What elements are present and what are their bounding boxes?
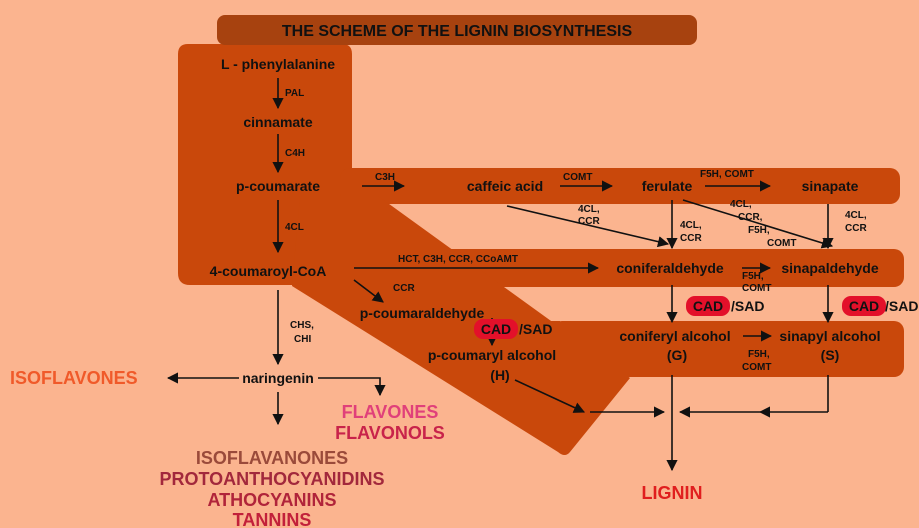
pathway-arrows — [166, 78, 834, 472]
output-isoflavones: ISOFLAVONES — [10, 368, 138, 388]
cad-badge-1-sad: /SAD — [731, 298, 764, 314]
enzyme-4cl-ccr-b-2: CCR — [680, 233, 702, 244]
output-flavones: FLAVONES — [342, 402, 439, 422]
arrow-h-lignin — [514, 379, 586, 413]
label-sinapaldehyde: sinapaldehyde — [781, 260, 878, 276]
label-g: (G) — [667, 347, 687, 363]
pathway-bands — [178, 44, 904, 455]
label-caffeic-acid: caffeic acid — [467, 178, 543, 194]
enzyme-4cl-ccr-c-2: CCR — [845, 223, 867, 234]
enzyme-multi-4: COMT — [767, 238, 796, 249]
output-lignin: LIGNIN — [642, 483, 703, 503]
label-naringenin: naringenin — [242, 370, 314, 386]
label-l-phenylalanine: L - phenylalanine — [221, 56, 335, 72]
metabolite-labels: L - phenylalanine cinnamate p-coumarate … — [210, 56, 881, 386]
label-cinnamate: cinnamate — [243, 114, 312, 130]
output-flavonols: FLAVONOLS — [335, 423, 445, 443]
enzyme-4cl-ccr-c-1: 4CL, — [845, 210, 867, 221]
enzyme-f5h-comt-3-2: COMT — [742, 362, 771, 373]
cad-sad-badges: CAD /SAD CAD /SAD CAD /SAD — [474, 296, 918, 339]
enzyme-4cl-ccr-a-1: 4CL, — [578, 204, 600, 215]
cad-badge-3-bg — [474, 319, 518, 339]
enzyme-comt: COMT — [563, 172, 592, 183]
enzyme-chs-chi-1: CHS, — [290, 320, 314, 331]
enzyme-f5h-comt: F5H, COMT — [700, 169, 754, 180]
band-diagonal — [292, 196, 630, 455]
enzyme-4cl-ccr-a-2: CCR — [578, 216, 600, 227]
enzyme-f5h-comt-3-1: F5H, — [748, 349, 770, 360]
arrow-caffeic-coniferaldehyde — [506, 205, 670, 248]
output-isoflavanones: ISOFLAVANONES — [196, 448, 348, 468]
arrow-naringenin-flavones — [318, 377, 386, 397]
product-labels: ISOFLAVONES FLAVONES FLAVONOLS ISOFLAVAN… — [10, 368, 703, 528]
diagram-title: THE SCHEME OF THE LIGNIN BIOSYNTHESIS — [282, 23, 633, 40]
band-caffeic-row — [340, 168, 900, 204]
enzyme-c4h: C4H — [285, 148, 305, 159]
output-tannins: TANNINS — [233, 510, 312, 528]
enzyme-pal: PAL — [285, 88, 304, 99]
title-box — [217, 15, 697, 45]
enzyme-labels: PAL C4H 4CL C3H COMT F5H, COMT 4CL, CCR … — [285, 88, 867, 373]
arrow-ferulate-sinapaldehyde — [682, 199, 834, 249]
cad-badge-1-cad: CAD — [693, 298, 723, 314]
band-alcohol-join — [520, 321, 600, 410]
enzyme-ccr: CCR — [393, 283, 415, 294]
band-alcohol-row — [552, 321, 904, 377]
label-ferulate: ferulate — [642, 178, 693, 194]
enzyme-hct-chain: HCT, C3H, CCR, CCoAMT — [398, 254, 518, 265]
label-sinapate: sinapate — [802, 178, 859, 194]
enzyme-4cl: 4CL — [285, 222, 304, 233]
cad-badge-3-cad: CAD — [481, 321, 511, 337]
enzyme-f5h-comt-2-2: COMT — [742, 283, 771, 294]
label-coniferyl-alcohol: coniferyl alcohol — [619, 328, 730, 344]
enzyme-multi-1: 4CL, — [730, 199, 752, 210]
cad-badge-3-sad: /SAD — [519, 321, 552, 337]
enzyme-chs-chi-2: CHI — [294, 334, 311, 345]
output-protoanthocyanidins: PROTOANTHOCYANIDINS — [159, 469, 384, 489]
cad-badge-2-cad: CAD — [849, 298, 879, 314]
label-s: (S) — [821, 347, 840, 363]
enzyme-c3h: C3H — [375, 172, 395, 183]
enzyme-f5h-comt-2-1: F5H, — [742, 271, 764, 282]
cad-badge-2-bg — [842, 296, 886, 316]
label-p-coumaryl-alcohol: p-coumaryl alcohol — [428, 347, 556, 363]
label-h: (H) — [490, 367, 509, 383]
enzyme-4cl-ccr-b-1: 4CL, — [680, 220, 702, 231]
enzyme-multi-2: CCR, — [738, 212, 763, 223]
enzyme-multi-3: F5H, — [748, 225, 770, 236]
label-p-coumaraldehyde: p-coumaraldehyde — [360, 305, 485, 321]
cad-badge-1-bg — [686, 296, 730, 316]
cad-badge-2-sad: /SAD — [885, 298, 918, 314]
label-p-coumarate: p-coumarate — [236, 178, 320, 194]
output-athocyanins: ATHOCYANINS — [207, 490, 336, 510]
arrow-coa-pcoumaraldehyde — [353, 279, 384, 303]
label-4-coumaroyl-coa: 4-coumaroyl-CoA — [210, 263, 327, 279]
label-coniferaldehyde: coniferaldehyde — [616, 260, 724, 276]
label-sinapyl-alcohol: sinapyl alcohol — [779, 328, 880, 344]
